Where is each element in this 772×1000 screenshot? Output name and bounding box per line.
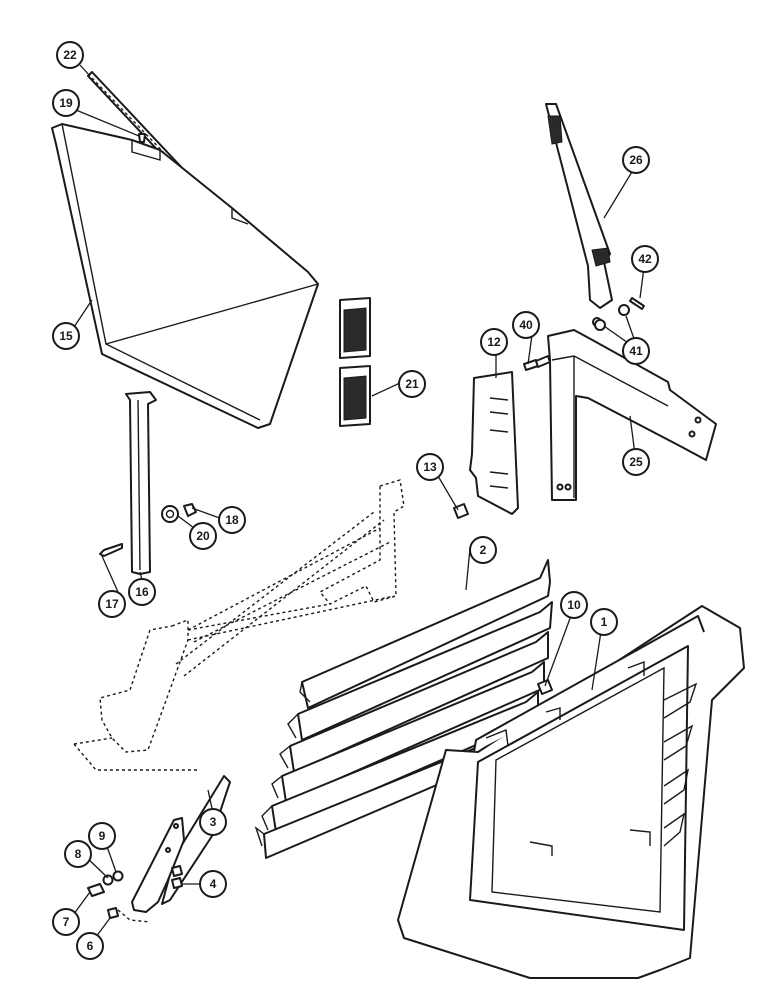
callout-4-label: 4 (210, 877, 217, 891)
callout-42-label: 42 (638, 252, 652, 266)
bolt-part-40 (523, 355, 551, 371)
callout-21: 21 (398, 370, 426, 398)
callout-25-label: 25 (629, 455, 643, 469)
callout-40: 40 (512, 311, 540, 339)
callout-25: 25 (622, 448, 650, 476)
callout-10: 10 (560, 591, 588, 619)
callout-19: 19 (52, 89, 80, 117)
callout-8: 8 (64, 840, 92, 868)
washer-part-20 (161, 505, 179, 523)
callout-22: 22 (56, 41, 84, 69)
callout-15-label: 15 (59, 329, 73, 343)
callout-2: 2 (469, 536, 497, 564)
callout-26: 26 (622, 146, 650, 174)
hardware-parts-4-6-7-8-9 (87, 865, 183, 919)
callout-9: 9 (88, 822, 116, 850)
bolt-part-17 (99, 543, 123, 557)
callout-20-label: 20 (196, 529, 210, 543)
bracket-part-25 (547, 329, 717, 501)
callout-10-label: 10 (567, 598, 581, 612)
callout-22-label: 22 (63, 48, 77, 62)
frame-reference-dashed (73, 479, 405, 923)
callout-42: 42 (631, 245, 659, 273)
callout-3-label: 3 (210, 815, 217, 829)
pin-part-42 (629, 297, 645, 310)
callout-1: 1 (590, 608, 618, 636)
callout-13: 13 (416, 453, 444, 481)
grille-surround-part-1 (397, 605, 745, 979)
screw-part-19 (138, 133, 146, 143)
callout-6: 6 (76, 932, 104, 960)
callout-16: 16 (128, 578, 156, 606)
rod-assembly-part-26 (545, 103, 613, 327)
nut-part-18 (183, 503, 197, 517)
callout-3: 3 (199, 808, 227, 836)
callout-1-label: 1 (601, 615, 608, 629)
washers-part-41 (594, 304, 630, 331)
callout-7: 7 (52, 908, 80, 936)
plate-part-12 (469, 371, 519, 515)
callout-18-label: 18 (225, 513, 239, 527)
callout-20: 20 (189, 522, 217, 550)
upright-support-part-16 (125, 391, 157, 575)
callout-15: 15 (52, 322, 80, 350)
top-panel-part-15 (51, 123, 319, 429)
callout-21-label: 21 (405, 377, 419, 391)
callout-4: 4 (199, 870, 227, 898)
callout-17: 17 (98, 590, 126, 618)
callout-2-label: 2 (480, 543, 487, 557)
callout-19-label: 19 (59, 96, 73, 110)
callout-8-label: 8 (75, 847, 82, 861)
callout-18: 18 (218, 506, 246, 534)
callout-12-label: 12 (487, 335, 501, 349)
callout-6-label: 6 (87, 939, 94, 953)
callout-9-label: 9 (99, 829, 106, 843)
callout-7-label: 7 (63, 915, 70, 929)
callout-13-label: 13 (423, 460, 437, 474)
bolt-part-13 (453, 503, 469, 519)
callout-40-label: 40 (519, 318, 533, 332)
callout-12: 12 (480, 328, 508, 356)
callout-26-label: 26 (629, 153, 643, 167)
callout-41-label: 41 (629, 344, 643, 358)
callout-41: 41 (622, 337, 650, 365)
foam-pads-part-21 (339, 297, 371, 427)
screw-part-10 (537, 679, 553, 695)
callout-16-label: 16 (135, 585, 149, 599)
callout-17-label: 17 (105, 597, 119, 611)
